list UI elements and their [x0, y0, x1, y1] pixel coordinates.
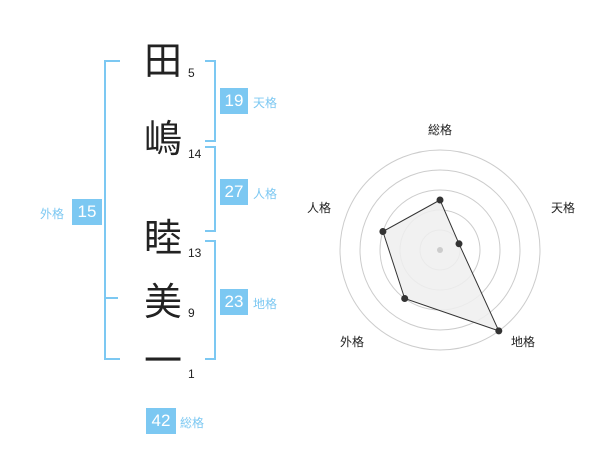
name-char-4: 美 — [143, 280, 182, 324]
radar-axis-label-jin: 人格 — [307, 201, 332, 215]
radar-axis-label-chi: 地格 — [511, 335, 536, 349]
radar-point-1 — [436, 196, 444, 204]
stroke-count-1: 5 — [188, 66, 195, 80]
stroke-count-5: 1 — [188, 367, 195, 381]
radar-ring-4 — [359, 169, 521, 331]
gaikaku-bracket-divider — [104, 297, 118, 299]
tenkaku-label: 天格 — [253, 96, 278, 110]
chikaku-label: 地格 — [253, 297, 278, 311]
tenkaku-value: 19 — [220, 88, 248, 114]
name-char-3: 睦 — [143, 216, 182, 260]
soukaku-value: 42 — [146, 408, 176, 434]
name-char-5: 一 — [143, 339, 182, 383]
radar-point-5 — [379, 228, 387, 235]
gaikaku-label: 外格 — [40, 207, 65, 221]
radar-polygon — [382, 199, 500, 332]
radar-ring-5 — [339, 149, 541, 351]
jinkaku-value: 27 — [220, 179, 248, 205]
stroke-count-2: 14 — [188, 147, 202, 161]
radar-point-2 — [455, 240, 463, 248]
name-char-2: 嶋 — [143, 117, 182, 161]
radar-point-4 — [401, 295, 409, 302]
name-char-1: 田 — [143, 39, 182, 83]
chikaku-value: 23 — [220, 289, 248, 315]
radar-axis-label-sou: 総格 — [428, 123, 453, 137]
radar-axis-label-gai: 外格 — [340, 335, 365, 349]
soukaku-label: 総格 — [180, 416, 205, 430]
jinkaku-bracket — [205, 146, 216, 232]
radar-point-3 — [495, 327, 503, 335]
tenkaku-bracket — [205, 60, 216, 142]
gaikaku-value: 15 — [72, 199, 102, 225]
radar-center-dot — [437, 247, 443, 253]
chikaku-bracket — [205, 240, 216, 360]
jinkaku-label: 人格 — [253, 187, 278, 201]
stroke-count-3: 13 — [188, 246, 202, 260]
stroke-count-4: 9 — [188, 306, 195, 320]
gaikaku-bracket — [104, 60, 120, 360]
radar-axis-label-ten: 天格 — [551, 201, 576, 215]
